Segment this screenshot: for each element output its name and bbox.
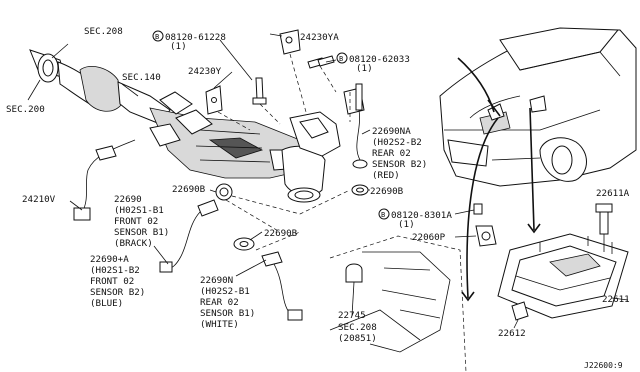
callout-module-22611: 22611 [602,294,630,305]
callout-gasket-22690b-mid: 22690B [264,228,298,239]
callout-sensor-22690n-spec: (H02S2-B1 [200,286,250,297]
callout-sensor-22690a-line1: FRONT 02 [90,276,134,287]
callout-sensor-22690a: 22690+A [90,254,129,265]
bracket-24230ya [279,29,301,55]
callout-part-22745: 22745 [338,310,366,321]
callout-sensor-22690-color: (BRACK) [114,238,153,249]
exhaust-assembly [29,49,365,203]
control-module-assembly [497,203,629,321]
bolt-icon [307,55,335,69]
callout-sensor-22690-spec: (H02S1-B1 [114,205,164,216]
bracket-24230y [205,85,223,115]
bolt-marker-label: B [155,33,159,41]
o2-sensor-rear-b2 [351,83,369,196]
callout-sec-208-bottom: SEC.208 [338,322,377,333]
callout-bolt-22611a: 22611A [596,188,630,199]
callout-arrows [457,57,541,302]
bolt-marker-label: B [381,211,385,219]
callout-sensor-22690n: 22690N [200,275,233,286]
callout-gasket-22690b-right: 22690B [370,186,404,197]
callout-sensor-22690na-color: (RED) [372,170,400,181]
callout-bracket-24230ya: 24230YA [300,32,339,43]
callout-sec-208-top: SEC.208 [84,26,123,37]
callout-sensor-22690n-color: (WHITE) [200,319,239,330]
callout-sensor-22690a-line2: SENSOR B2) [90,287,145,298]
bolt-marker-label: B [339,55,343,63]
leader-lines [27,33,371,277]
callout-bracket-24230y: 24230Y [188,66,222,77]
bolt-marker-62033: B [336,52,348,64]
callout-bolt-62033-qty: (1) [356,63,373,74]
callout-sensor-22690na: 22690NA [372,126,411,137]
callout-sensor-22690a-color: (BLUE) [90,298,123,309]
callout-gasket-22690b-left: 22690B [172,184,206,195]
engine-block-detail [329,235,467,372]
o2-sensor-front-b2 [159,183,233,273]
callout-bolt-8301a: 08120-8301A [391,210,452,221]
callout-sec-200: SEC.200 [6,104,45,115]
callout-sensor-22690a-spec: (H02S1-B2 [90,265,140,276]
callout-sensor-22060p: 22060P [412,232,446,243]
callout-bolt-61228: 08120-61228 [165,32,226,43]
diagram-code: J22600:9 [584,361,623,370]
callout-sensor-22690na-spec: (H02S2-B2 [372,137,422,148]
callout-sensor-22690na-line2: SENSOR B2) [372,159,427,170]
callout-sensor-22690: 22690 [114,194,142,205]
callout-bolt-8301a-qty: (1) [398,219,415,230]
vehicle-illustration [439,27,637,187]
callout-sensor-22690-line2: SENSOR B1) [114,227,169,238]
o2-sensor-rear-b1 [233,237,303,321]
callout-bolt-61228-qty: (1) [170,41,187,52]
knock-sensor [473,203,497,247]
callout-sec-140: SEC.140 [122,72,161,83]
callout-sensor-22690-line1: FRONT 02 [114,216,158,227]
callout-part-22612: 22612 [498,328,526,339]
callout-sensor-22690n-line1: REAR 02 [200,297,239,308]
callout-sensor-22690na-line1: REAR 02 [372,148,411,159]
callout-sec-208-bottom-sub: (20851) [338,333,377,344]
bolt-icon [252,77,267,105]
dashed-leaders [217,53,351,251]
callout-bolt-62033: 08120-62033 [349,54,410,65]
o2-sensor-front-b1 [73,139,136,221]
callout-harness-24210v: 24210V [22,194,56,205]
bolt-marker-61228: B [152,30,164,42]
bolt-marker-8301a: B [378,208,390,220]
callout-sensor-22690n-line2: SENSOR B1) [200,308,255,319]
